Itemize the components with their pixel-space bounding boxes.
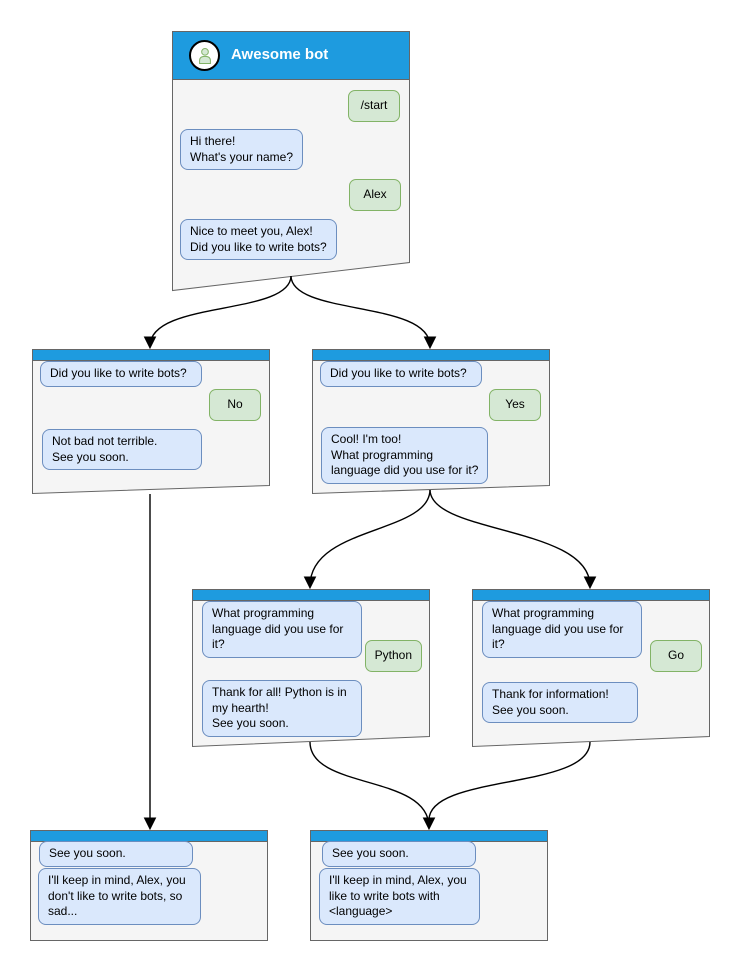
bot-avatar-icon [189, 40, 220, 71]
message-bubble-bot: Thank for information! See you soon. [482, 682, 638, 724]
message-bubble-user: Alex [349, 179, 401, 211]
message-bubble-bot: See you soon. [322, 841, 476, 867]
connector-python-to-end [309, 741, 436, 831]
message-bubble-user: /start [348, 90, 400, 122]
message-bubble-bot: I'll keep in mind, Alex, you like to wri… [319, 868, 480, 925]
window-header-bar [192, 589, 430, 601]
connector-start-to-no [143, 275, 292, 350]
connector-yes-to-python [303, 489, 431, 590]
message-bubble-user: Python [364, 640, 422, 672]
message-bubble-bot: What programming language did you use fo… [482, 601, 642, 658]
window-header-bar [172, 31, 410, 80]
message-bubble-user: Go [650, 640, 702, 672]
chat-window-branch-yes: Did you like to write bots? Yes Cool! I'… [312, 349, 550, 494]
message-bubble-bot: Did you like to write bots? [320, 361, 482, 387]
connector-start-to-yes [290, 275, 437, 350]
chat-window-awesome-bot: Awesome bot /start Hi there! What's your… [172, 31, 410, 290]
message-bubble-bot: Cool! I'm too! What programming language… [321, 427, 489, 484]
message-bubble-bot: Thank for all! Python is in my hearth! S… [202, 680, 362, 737]
chat-window-python: What programming language did you use fo… [192, 589, 430, 747]
window-header-bar [472, 589, 710, 601]
message-bubble-bot: See you soon. [39, 841, 193, 867]
connector-yes-to-go [429, 489, 597, 590]
chat-window-go: What programming language did you use fo… [472, 589, 710, 747]
message-bubble-user: No [209, 389, 261, 421]
message-bubble-bot: Nice to meet you, Alex! Did you like to … [180, 219, 337, 261]
chat-window-end-no: See you soon. I'll keep in mind, Alex, y… [30, 830, 268, 940]
chat-window-branch-no: Did you like to write bots? No Not bad n… [32, 349, 270, 494]
connector-go-to-end [428, 741, 591, 821]
window-header-bar [312, 349, 550, 361]
window-header-bar [32, 349, 270, 361]
message-bubble-bot: Hi there! What's your name? [180, 129, 304, 171]
message-bubble-bot: What programming language did you use fo… [202, 601, 362, 658]
chat-window-end-language: See you soon. I'll keep in mind, Alex, y… [310, 830, 548, 940]
message-bubble-user: Yes [489, 389, 541, 421]
window-title: Awesome bot [231, 46, 329, 63]
message-bubble-bot: Did you like to write bots? [40, 361, 202, 387]
message-bubble-bot: Not bad not terrible. See you soon. [42, 429, 202, 471]
message-bubble-bot: I'll keep in mind, Alex, you don't like … [38, 868, 201, 925]
